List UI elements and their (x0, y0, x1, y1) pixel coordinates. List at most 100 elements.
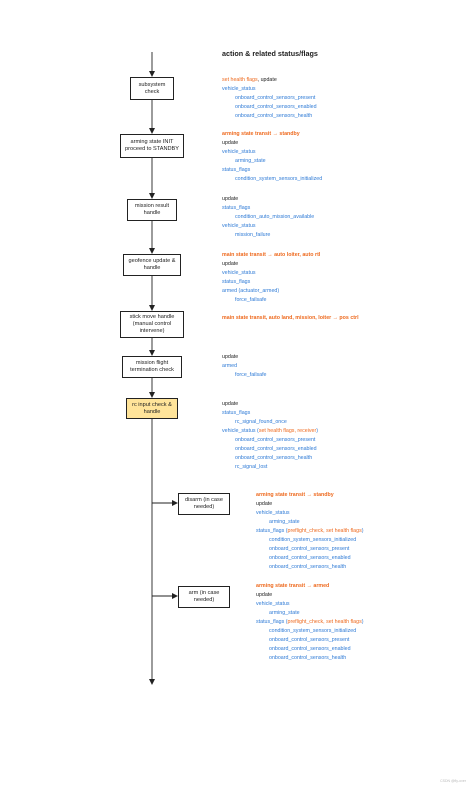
annotation-text: onboard_control_sensors_enabled (269, 646, 351, 652)
annotation-line: onboard_control_sensors_enabled (256, 645, 363, 654)
annotation-line: arming_state (222, 157, 322, 166)
annotation-line: condition_system_sensors_initialized (222, 175, 322, 184)
annotation-text: onboard_control_sensors_enabled (269, 555, 351, 561)
annotation-text: status_flags ( (256, 619, 288, 625)
annotation-line: arming_state (256, 609, 363, 618)
annotation-text: condition_system_sensors_initialized (269, 537, 357, 543)
annotation-line: arming state transit → standby (256, 491, 363, 500)
annotation-line: update (256, 500, 363, 509)
annotation-text: ) (361, 528, 364, 534)
annotation-text: rc_signal_lost (235, 464, 268, 470)
annotation-line: condition_system_sensors_initialized (256, 536, 363, 545)
annotation-flight-termination: update armed force_failsafe (222, 353, 267, 380)
annotation-line: force_failsafe (222, 371, 267, 380)
annotation-geofence: main state transit → auto loiter, auto r… (222, 251, 320, 305)
annotation-line: rc_signal_found_once (222, 418, 318, 427)
annotation-line: vehicle_status (256, 509, 363, 518)
node-disarm: disarm (in case needed) (178, 493, 230, 515)
annotation-text: preflight_check, set health flags (287, 528, 362, 534)
annotation-line: onboard_control_sensors_health (222, 112, 317, 121)
annotation-arm: arming state transit → armed update vehicl… (256, 582, 363, 663)
annotation-text: set health flags, receiver (258, 428, 317, 434)
annotation-line: update (222, 400, 318, 409)
annotation-text: arming_state (269, 610, 300, 616)
annotation-line: update (222, 195, 314, 204)
annotation-line: armed (actuator_armed) (222, 287, 320, 296)
annotation-line: main state transit, auto land, mission, … (222, 314, 359, 323)
annotation-line: vehicle_status (256, 600, 363, 609)
annotation-text: arming state transit → standby (256, 492, 334, 498)
annotation-line: armed (222, 362, 267, 371)
annotation-text: update (222, 354, 239, 360)
annotation-text: onboard_control_sensors_enabled (235, 104, 317, 110)
annotation-text: condition_system_sensors_initialized (235, 176, 323, 182)
annotation-line: onboard_control_sensors_health (256, 563, 363, 572)
annotation-text: status_flags (222, 279, 251, 285)
annotation-text: arming state transit → standby (222, 131, 300, 137)
annotation-line: onboard_control_sensors_present (222, 436, 318, 445)
annotation-line: update (222, 353, 267, 362)
annotation-line: onboard_control_sensors_enabled (222, 103, 317, 112)
annotation-text: arming state transit → armed (256, 583, 330, 589)
annotation-line: arming state transit → armed (256, 582, 363, 591)
annotation-text: vehicle_status (222, 270, 256, 276)
annotation-text: ) (361, 619, 364, 625)
annotation-line: force_failsafe (222, 296, 320, 305)
node-subsystem: subsystem check (130, 77, 174, 100)
annotation-text: update (222, 140, 239, 146)
annotation-text: onboard_control_sensors_present (269, 546, 350, 552)
annotation-text: preflight_check, set health flags (287, 619, 362, 625)
annotation-text: onboard_control_sensors_present (235, 437, 316, 443)
annotation-line: vehicle_status (222, 85, 317, 94)
annotation-text: onboard_control_sensors_health (235, 113, 313, 119)
header-title: action & related status/flags (222, 49, 318, 58)
annotation-text: vehicle_status (256, 510, 290, 516)
annotation-line: arming state transit → standby (222, 130, 322, 139)
annotation-line: mission_failure (222, 231, 314, 240)
annotation-line: onboard_control_sensors_enabled (222, 445, 318, 454)
annotation-text: onboard_control_sensors_health (269, 655, 347, 661)
annotation-text: vehicle_status (222, 223, 256, 229)
annotation-text: mission_failure (235, 232, 271, 238)
annotation-text: update (222, 261, 239, 267)
annotation-text: rc_signal_found_once (235, 419, 287, 425)
annotation-line: status_flags (preflight_check, set healt… (256, 527, 363, 536)
node-arm: arm (in case needed) (178, 586, 230, 608)
annotation-text: set health flags (222, 77, 258, 83)
annotation-line: onboard_control_sensors_present (256, 545, 363, 554)
annotation-text: force_failsafe (235, 297, 267, 303)
node-arming-init: arming state INIT proceed to STANDBY (120, 134, 184, 158)
annotation-line: status_flags (222, 278, 320, 287)
annotation-stick-move: main state transit, auto land, mission, … (222, 314, 359, 323)
annotation-disarm: arming state transit → standby update vehi… (256, 491, 363, 572)
annotation-text: force_failsafe (235, 372, 267, 378)
node-geofence: geofence update & handle (123, 254, 181, 276)
annotation-text: onboard_control_sensors_present (269, 637, 350, 643)
annotation-line: condition_auto_mission_available (222, 213, 314, 222)
annotation-line: vehicle_status (222, 269, 320, 278)
annotation-text: update (256, 501, 273, 507)
annotation-text: armed (222, 363, 238, 369)
annotation-line: set health flags, update (222, 76, 317, 85)
annotation-line: vehicle_status (set health flags, receiv… (222, 427, 318, 436)
annotation-text: condition_auto_mission_available (235, 214, 315, 220)
annotation-text: status_flags (222, 167, 251, 173)
annotation-line: vehicle_status (222, 148, 322, 157)
annotation-line: onboard_control_sensors_enabled (256, 554, 363, 563)
annotation-text: update (222, 401, 239, 407)
annotation-line: onboard_control_sensors_health (256, 654, 363, 663)
annotation-text: vehicle_status (222, 86, 256, 92)
watermark: CSDN @fly-over (440, 779, 466, 783)
annotation-text: onboard_control_sensors_health (235, 455, 313, 461)
annotation-text: update (256, 592, 273, 598)
annotation-line: condition_system_sensors_initialized (256, 627, 363, 636)
annotation-line: onboard_control_sensors_present (222, 94, 317, 103)
annotation-text: arming_state (235, 158, 266, 164)
node-rc-input: rc input check & handle (126, 398, 178, 419)
node-mission-result: mission result handle (127, 199, 177, 221)
annotation-text: main state transit → auto loiter, auto r… (222, 252, 321, 258)
annotation-line: vehicle_status (222, 222, 314, 231)
annotation-text: armed (actuator_armed) (222, 288, 280, 294)
annotation-line: onboard_control_sensors_health (222, 454, 318, 463)
